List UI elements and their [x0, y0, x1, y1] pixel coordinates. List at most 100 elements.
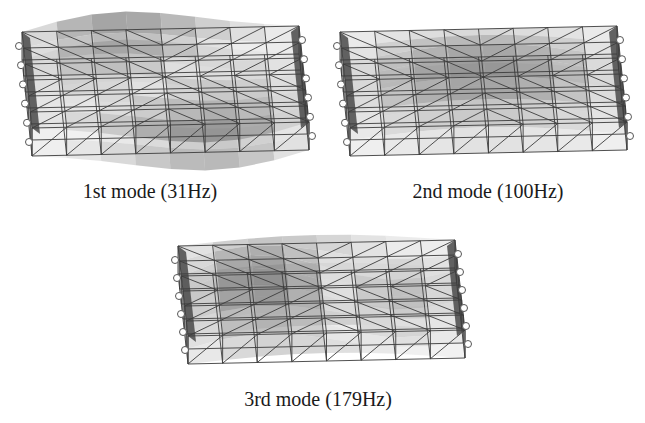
- truss-member: [181, 276, 182, 304]
- truss-member: [551, 43, 584, 60]
- truss-member: [166, 77, 202, 92]
- truss-member: [213, 245, 249, 259]
- truss-member: [523, 124, 558, 153]
- support-band: [455, 240, 465, 358]
- truss-member: [378, 63, 414, 78]
- deformed-surface: [221, 334, 257, 360]
- support-pin: [627, 133, 634, 140]
- truss-member: [300, 42, 301, 70]
- support-pin: [340, 100, 347, 107]
- truss-member: [254, 289, 287, 305]
- truss-member: [413, 63, 449, 78]
- truss-member: [60, 63, 96, 78]
- truss-member: [22, 32, 58, 47]
- truss-member: [454, 109, 487, 126]
- support-pin: [336, 62, 343, 69]
- truss-member: [223, 335, 258, 364]
- support-pin: [24, 119, 31, 126]
- deformed-surface: [195, 17, 231, 41]
- truss-member: [326, 333, 327, 361]
- truss-member: [30, 95, 63, 112]
- deformed-surface: [169, 148, 205, 171]
- deformed-surface: [200, 80, 236, 101]
- truss-member: [100, 94, 133, 111]
- truss-member: [266, 26, 299, 43]
- truss-member: [29, 79, 62, 96]
- truss-member: [67, 127, 102, 156]
- truss-member: [274, 122, 309, 151]
- truss-member: [586, 42, 619, 59]
- truss-member: [231, 27, 264, 44]
- truss-member: [487, 109, 523, 124]
- truss-member: [482, 44, 515, 61]
- truss-member: [171, 124, 206, 153]
- truss-member: [451, 77, 484, 94]
- truss-member: [91, 31, 127, 46]
- truss-member: [515, 28, 548, 45]
- truss-member: [389, 256, 422, 272]
- truss-member: [222, 335, 223, 363]
- truss-member: [484, 60, 517, 77]
- support-pin: [305, 94, 312, 101]
- truss-member: [419, 127, 420, 155]
- truss-member: [32, 111, 65, 128]
- truss-member: [185, 290, 218, 306]
- truss-member: [557, 124, 558, 152]
- truss-member: [392, 302, 428, 316]
- truss-member: [188, 320, 221, 336]
- truss-member: [135, 126, 136, 154]
- truss-member: [425, 270, 458, 286]
- support-pin: [455, 251, 462, 258]
- truss-member: [553, 59, 586, 76]
- truss-member: [516, 44, 549, 61]
- truss-member: [359, 317, 395, 331]
- truss-member: [198, 44, 231, 61]
- truss-member: [126, 30, 162, 45]
- truss-member: [200, 76, 236, 91]
- deformed-surface: [230, 21, 266, 42]
- deformed-surface: [290, 334, 326, 355]
- truss-member: [236, 92, 272, 107]
- truss-member: [249, 260, 285, 274]
- support-pin: [176, 293, 183, 300]
- deformed-surface: [556, 100, 592, 123]
- truss-member: [592, 123, 593, 151]
- truss-member: [342, 70, 619, 76]
- deformed-surface: [394, 318, 430, 327]
- truss-member: [30, 112, 31, 140]
- truss-member: [24, 70, 301, 76]
- truss-member: [257, 319, 290, 335]
- truss-member: [391, 271, 424, 287]
- truss-member: [323, 303, 359, 317]
- truss-member: [554, 92, 590, 107]
- deformed-surface: [167, 98, 203, 121]
- support-pin: [18, 62, 25, 69]
- support-pin: [172, 257, 179, 264]
- truss-member: [251, 275, 287, 289]
- deformed-surface: [238, 142, 274, 167]
- truss-member: [257, 335, 258, 363]
- truss-member: [129, 62, 165, 77]
- support-pin: [619, 56, 626, 63]
- truss-member: [66, 127, 67, 155]
- truss-member: [235, 76, 271, 91]
- deformed-surface: [95, 53, 131, 74]
- truss-member: [395, 332, 396, 360]
- truss-member: [429, 316, 465, 330]
- truss-member: [24, 48, 60, 63]
- truss-member: [361, 332, 362, 360]
- truss-member: [223, 320, 256, 336]
- truss-member: [592, 122, 627, 151]
- truss-member: [430, 331, 431, 359]
- truss-member: [587, 75, 623, 90]
- truss-member: [348, 134, 625, 140]
- truss-member: [549, 27, 582, 44]
- truss-member: [101, 127, 102, 155]
- truss-member: [424, 255, 457, 271]
- deformed-surface: [389, 277, 425, 296]
- truss-member: [558, 123, 593, 152]
- truss-member: [318, 242, 351, 258]
- truss-member: [186, 343, 463, 349]
- truss-member: [327, 332, 362, 361]
- truss-member: [419, 126, 454, 155]
